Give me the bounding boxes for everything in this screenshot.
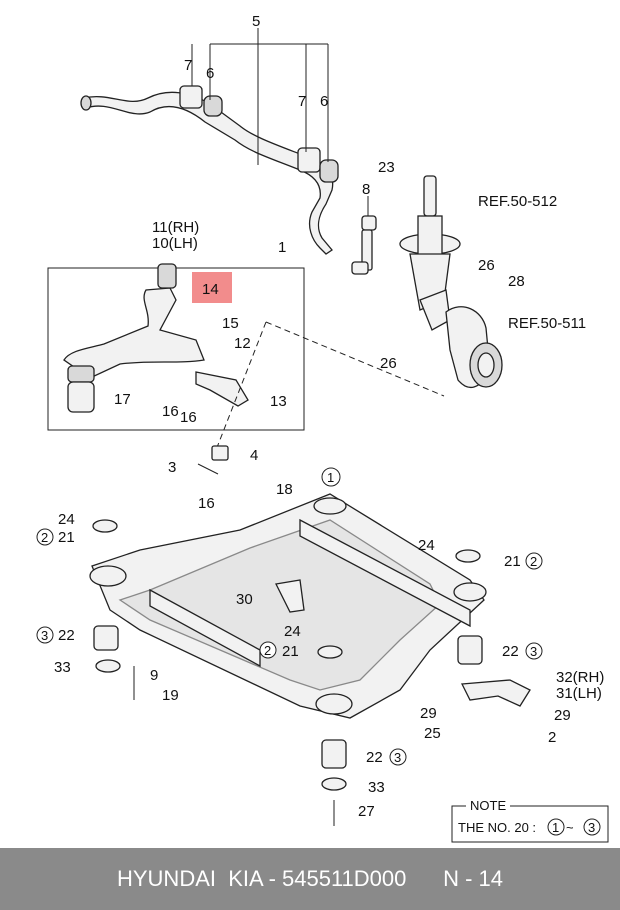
label-33b: 33 [368, 779, 385, 796]
leader-lines-top [191, 28, 329, 165]
label-27: 27 [358, 803, 375, 820]
label-9: 9 [150, 667, 158, 684]
label-25: 25 [424, 725, 441, 742]
ball-joint-bracket [195, 371, 249, 407]
label-18: 18 [276, 481, 293, 498]
label-24b: 24 [418, 537, 435, 554]
label-10-lh: 10(LH) [152, 235, 198, 252]
stabilizer-bar [80, 91, 334, 255]
label-3c: 3 [394, 750, 401, 765]
mount-left [92, 519, 135, 700]
label-2a: 2 [41, 530, 48, 545]
circle-marker-2a [36, 528, 54, 546]
highlight-marker [192, 272, 232, 303]
crossmember-bracket [275, 579, 305, 613]
mount-right [455, 549, 483, 665]
label-1: 1 [278, 239, 286, 256]
circle-marker-2c [259, 641, 277, 659]
label-24a: 24 [58, 511, 75, 528]
label-28: 28 [508, 273, 525, 290]
label-26b: 26 [380, 355, 397, 372]
label-14: 14 [202, 281, 219, 298]
reference-dashed-line-2 [215, 321, 267, 451]
circle-marker-2b [525, 552, 543, 570]
label-ref-50-512: REF.50-512 [478, 193, 557, 210]
label-7a: 7 [184, 57, 192, 74]
label-2d: 2 [548, 729, 556, 746]
label-15: 15 [222, 315, 239, 332]
label-32-rh: 32(RH) [556, 669, 604, 686]
footer-brand-partno: HYUNDAI KIA - 545511D000 [116, 866, 407, 891]
label-23: 23 [378, 159, 395, 176]
note-box: NOTE THE NO. 20 : 1 ~ 3 [451, 798, 609, 843]
label-13: 13 [270, 393, 287, 410]
label-16a: 16 [162, 403, 179, 420]
circle-marker-3c [389, 748, 407, 766]
steering-knuckle [445, 306, 503, 389]
label-19: 19 [162, 687, 179, 704]
circle-marker-3a [36, 626, 54, 644]
footer-page: N - 14 [443, 866, 503, 891]
note-tilde: ~ [566, 820, 574, 835]
label-17: 17 [114, 391, 131, 408]
stabilizer-bushing-right [297, 147, 339, 183]
label-33a: 33 [54, 659, 71, 676]
label-12: 12 [234, 335, 251, 352]
label-30: 30 [236, 591, 253, 608]
footer-bar: HYUNDAI KIA - 545511D000 N - 14 [0, 848, 620, 910]
stabilizer-bushing-left [179, 85, 223, 117]
label-3: 3 [168, 459, 176, 476]
cotter-pin [197, 463, 219, 475]
label-2c: 2 [264, 643, 271, 658]
note-from: 1 [552, 820, 559, 835]
label-31-lh: 31(LH) [556, 685, 602, 702]
note-title: NOTE [470, 798, 506, 813]
roll-rod-bracket [460, 679, 531, 707]
label-21a: 21 [58, 529, 75, 546]
label-6a: 6 [206, 65, 214, 82]
label-3b: 3 [530, 644, 537, 659]
label-22c: 22 [366, 749, 383, 766]
label-ref-50-511: REF.50-511 [508, 315, 586, 332]
label-26a: 26 [478, 257, 495, 274]
label-5: 5 [252, 13, 260, 30]
stabilizer-link [351, 196, 377, 275]
label-21b: 21 [504, 553, 521, 570]
label-16c: 16 [198, 495, 215, 512]
mount-center [317, 645, 347, 826]
label-1-circled: 1 [327, 470, 334, 485]
note-prefix: THE NO. 20 : [458, 820, 536, 835]
circle-marker-3b [525, 642, 543, 660]
label-29a: 29 [420, 705, 437, 722]
label-29b: 29 [554, 707, 571, 724]
label-16b: 16 [180, 409, 197, 426]
label-22b: 22 [502, 643, 519, 660]
strut-assembly [399, 175, 461, 331]
label-2b: 2 [530, 554, 537, 569]
label-3a: 3 [41, 628, 48, 643]
reference-dashed-line [265, 321, 445, 397]
label-11-rh: 11(RH) [152, 219, 199, 236]
label-8: 8 [362, 181, 370, 198]
note-to: 3 [588, 820, 595, 835]
castle-nut [211, 445, 229, 461]
label-24c: 24 [284, 623, 301, 640]
label-21c: 21 [282, 643, 299, 660]
part-labels: 5 7 6 7 6 23 8 REF.50-512 1 11(RH) 10(LH… [36, 13, 604, 820]
lower-control-arm [63, 263, 205, 413]
footer-spacer [406, 866, 443, 892]
circle-marker-1 [321, 467, 341, 487]
label-4: 4 [250, 447, 258, 464]
label-6b: 6 [320, 93, 328, 110]
label-7b: 7 [298, 93, 306, 110]
parts-diagram: 5 7 6 7 6 23 8 REF.50-512 1 11(RH) 10(LH… [36, 13, 609, 843]
label-22a: 22 [58, 627, 75, 644]
